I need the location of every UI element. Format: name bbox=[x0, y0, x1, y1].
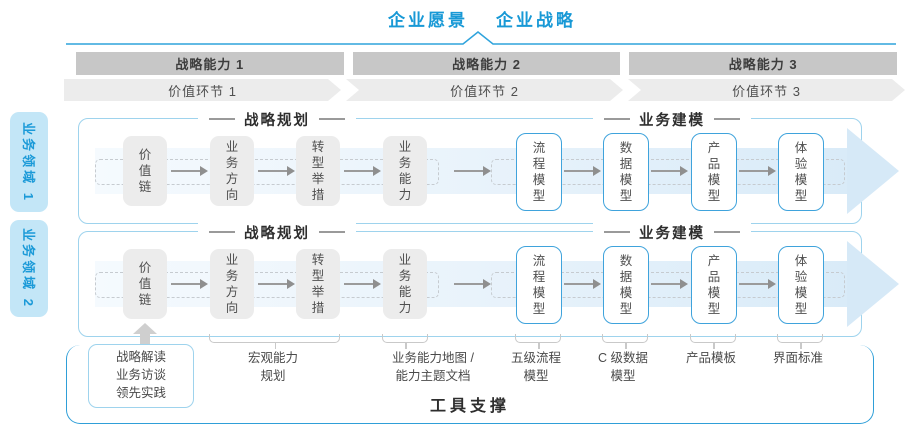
transformation-initiatives-box: 转型举措 bbox=[296, 136, 340, 206]
vision-title: 企业愿景 bbox=[388, 11, 468, 30]
planning-dashed-zone bbox=[95, 272, 439, 298]
product-model-box: 产品模型 bbox=[691, 133, 737, 211]
flow-arrow-icon bbox=[171, 279, 208, 289]
data-model-box: 数据模型 bbox=[603, 133, 649, 211]
flow-arrow-icon bbox=[258, 279, 295, 289]
flow-arrow-icon bbox=[651, 166, 688, 176]
bracket-connector bbox=[209, 334, 340, 349]
flow-arrow-icon bbox=[651, 279, 688, 289]
product-model-box: 产品模型 bbox=[691, 246, 737, 324]
flow-arrow-icon bbox=[739, 166, 776, 176]
experience-model-box: 体验模型 bbox=[778, 246, 824, 324]
flow-arrow-icon bbox=[564, 166, 601, 176]
bracket-connector bbox=[602, 334, 648, 349]
annotation-macro-capability: 宏观能力 规划 bbox=[247, 351, 299, 384]
flow-arrow-icon bbox=[344, 279, 381, 289]
flow-arrow-icon bbox=[454, 279, 491, 289]
modeling-dashed-zone bbox=[491, 272, 845, 298]
strategic-capability-row: 战略能力 1 战略能力 2 战略能力 3 bbox=[76, 52, 898, 75]
planning-header-text: 战略规划 bbox=[244, 225, 310, 242]
flow-arrow-icon bbox=[258, 166, 295, 176]
domain-label-1: 业务领域 1 bbox=[10, 112, 48, 212]
business-direction-box: 业务方向 bbox=[210, 136, 254, 206]
annotation-interface-standard: 界面标准 bbox=[772, 351, 824, 365]
modeling-header-text: 业务建模 bbox=[639, 112, 705, 129]
value-stream-arrowhead bbox=[847, 241, 899, 327]
process-model-box: 流程模型 bbox=[516, 246, 562, 324]
tool-support-label: 工具支撑 bbox=[429, 398, 510, 415]
value-stream-arrowhead bbox=[847, 128, 899, 214]
flow-arrow-icon bbox=[739, 279, 776, 289]
value-link-row: 价值环节 1 价值环节 2 价值环节 3 bbox=[64, 79, 905, 101]
annotation-product-template: 产品模板 bbox=[685, 351, 737, 365]
flow-arrow-icon bbox=[454, 166, 491, 176]
value-link-chevron: 价值环节 3 bbox=[628, 79, 905, 101]
bracket-connector bbox=[515, 334, 561, 349]
planning-dashed-zone bbox=[95, 159, 439, 185]
business-domain-panel-1: 战略规划 业务建模 价值链 业务方向 转型举措 业务能力 流程模型 数据模型 产… bbox=[78, 109, 899, 224]
business-domain-panel-2: 战略规划 业务建模 价值链 业务方向 转型举措 业务能力 流程模型 数据模型 产… bbox=[78, 222, 899, 337]
up-arrow-icon bbox=[133, 323, 157, 344]
bracket-connector bbox=[690, 334, 736, 349]
strategic-capability-bar: 战略能力 3 bbox=[629, 52, 898, 75]
planning-header: 战略规划 bbox=[198, 109, 356, 129]
business-capability-box: 业务能力 bbox=[383, 136, 427, 206]
value-chain-box: 价值链 bbox=[123, 249, 167, 319]
strategic-capability-bar: 战略能力 1 bbox=[76, 52, 344, 75]
flow-arrow-icon bbox=[344, 166, 381, 176]
practice-line: 战略解读 bbox=[115, 350, 166, 365]
annotation-data-model: C 级数据 模型 bbox=[597, 351, 649, 384]
strategic-capability-bar: 战略能力 2 bbox=[352, 52, 621, 75]
domain-label-text: 业务领域 2 bbox=[20, 228, 36, 309]
process-model-box: 流程模型 bbox=[516, 133, 562, 211]
value-chain-box: 价值链 bbox=[123, 136, 167, 206]
domain-label-2: 业务领域 2 bbox=[10, 220, 48, 317]
modeling-header-text: 业务建模 bbox=[639, 225, 705, 242]
page-title: 企业愿景 企业战略 bbox=[54, 6, 910, 31]
practice-line: 领先实践 bbox=[115, 385, 166, 400]
data-model-box: 数据模型 bbox=[603, 246, 649, 324]
planning-header-text: 战略规划 bbox=[244, 112, 310, 129]
practice-line: 业务访谈 bbox=[115, 368, 166, 383]
practice-note-box: 战略解读 业务访谈 领先实践 bbox=[88, 344, 194, 408]
business-capability-box: 业务能力 bbox=[383, 249, 427, 319]
transformation-initiatives-box: 转型举措 bbox=[296, 249, 340, 319]
value-link-chevron: 价值环节 1 bbox=[64, 79, 341, 101]
modeling-header: 业务建模 bbox=[593, 222, 751, 242]
strategy-title: 企业战略 bbox=[496, 11, 576, 30]
bracket-connector bbox=[382, 334, 428, 349]
modeling-header: 业务建模 bbox=[593, 109, 751, 129]
experience-model-box: 体验模型 bbox=[778, 133, 824, 211]
flow-arrow-icon bbox=[171, 166, 208, 176]
annotation-process-model: 五级流程 模型 bbox=[510, 351, 562, 384]
business-direction-box: 业务方向 bbox=[210, 249, 254, 319]
bracket-connector bbox=[777, 334, 823, 349]
tool-support-container: 工具支撑 bbox=[66, 345, 874, 424]
domain-label-text: 业务领域 1 bbox=[20, 121, 36, 203]
value-link-chevron: 价值环节 2 bbox=[346, 79, 623, 101]
vision-pointer-line bbox=[66, 31, 896, 45]
annotation-capability-map: 业务能力地图 / 能力主题文档 bbox=[392, 351, 474, 384]
modeling-dashed-zone bbox=[491, 159, 845, 185]
flow-arrow-icon bbox=[564, 279, 601, 289]
planning-header: 战略规划 bbox=[198, 222, 356, 242]
